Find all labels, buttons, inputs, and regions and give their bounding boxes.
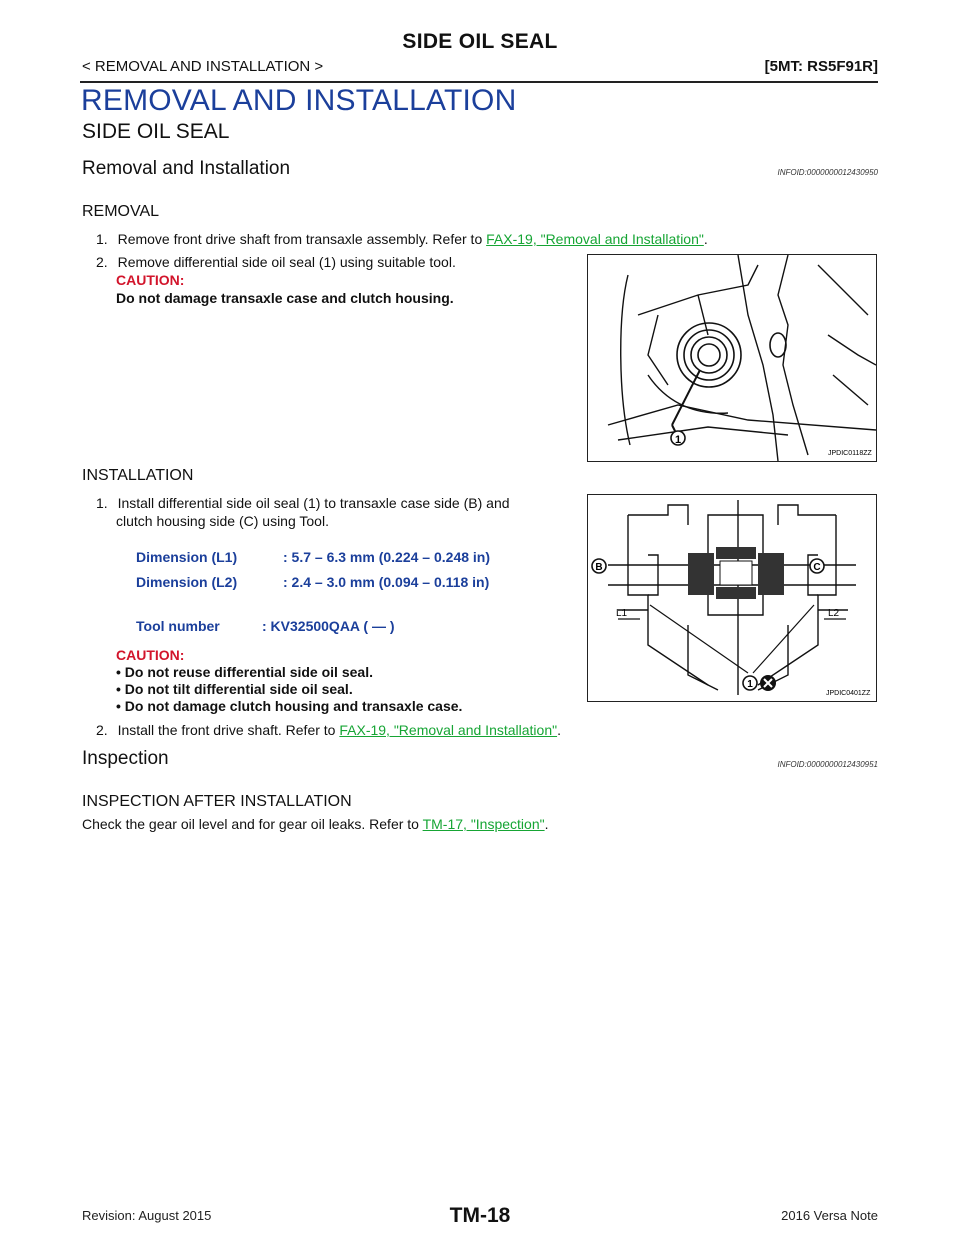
- installation-heading: INSTALLATION: [82, 467, 194, 484]
- removal-step-1: 1. Remove front drive shaft from transax…: [96, 231, 708, 247]
- step-number: 1.: [96, 231, 108, 247]
- figure-id-2: JPDIC0401ZZ: [826, 690, 871, 697]
- spec-dimension-l2-label: Dimension (L2): [136, 574, 238, 590]
- inspection-subheading: INSPECTION AFTER INSTALLATION: [82, 793, 352, 810]
- spec-dimension-l1-label: Dimension (L1): [136, 549, 238, 565]
- installation-step-2: 2. Install the front drive shaft. Refer …: [96, 722, 561, 738]
- oil-seal-installation-illustration: B C L1 L2 1 JPDIC0401ZZ: [591, 500, 871, 697]
- dimension-l2-marker: L2: [828, 608, 840, 619]
- figure-oil-seal-installation: B C L1 L2 1 JPDIC0401ZZ: [587, 494, 877, 702]
- fax-19-link[interactable]: FAX-19, "Removal and Installation": [339, 722, 558, 738]
- oil-seal-removal-illustration: 1 JPDIC0118ZZ: [607, 255, 876, 461]
- caution-label: CAUTION:: [116, 647, 185, 663]
- step-number: 1.: [96, 495, 108, 511]
- inspection-heading: Inspection: [82, 748, 169, 769]
- tm-17-link[interactable]: TM-17, "Inspection": [422, 816, 545, 832]
- page-header-title: SIDE OIL SEAL: [402, 30, 558, 53]
- callout-c-circle: [809, 558, 825, 574]
- fax-19-link[interactable]: FAX-19, "Removal and Installation": [486, 231, 704, 247]
- spec-dimension-l2-value: : 2.4 – 3.0 mm (0.094 – 0.118 in): [283, 574, 490, 590]
- breadcrumb: < REMOVAL AND INSTALLATION >: [82, 58, 324, 75]
- caution-list: Do not reuse differential side oil seal.…: [116, 664, 463, 715]
- page-number: TM-18: [449, 1204, 511, 1227]
- step-text: Install differential side oil seal (1) t…: [117, 495, 510, 511]
- callout-1-label: 1: [747, 679, 753, 690]
- callout-b-label: B: [595, 562, 602, 573]
- dimension-l1-marker: L1: [616, 608, 628, 619]
- step-text: Remove differential side oil seal (1) us…: [117, 254, 456, 270]
- step-number: 2.: [96, 254, 108, 270]
- callout-c-label: C: [813, 562, 820, 573]
- step-end: .: [557, 722, 561, 738]
- removal-step-2: 2. Remove differential side oil seal (1)…: [96, 254, 456, 270]
- infoid-removal: INFOID:0000000012430950: [777, 168, 878, 177]
- callout-1-circle: [742, 675, 758, 691]
- inspection-end: .: [544, 816, 549, 832]
- caution-item: Do not damage clutch housing and transax…: [116, 698, 463, 714]
- step-text: Remove front drive shaft from transaxle …: [117, 231, 487, 247]
- installation-step-1: 1. Install differential side oil seal (1…: [96, 495, 510, 511]
- spec-dimension-l1-value: : 5.7 – 6.3 mm (0.224 – 0.248 in): [283, 549, 491, 565]
- caution-label: CAUTION:: [116, 272, 185, 288]
- figure-oil-seal-removal: 1 JPDIC0118ZZ: [587, 254, 877, 462]
- figure-id-1: JPDIC0118ZZ: [828, 450, 873, 457]
- installation-step-1-cont: clutch housing side (C) using Tool.: [116, 513, 329, 529]
- step-number: 2.: [96, 722, 108, 738]
- callout-1-circle: [670, 430, 686, 446]
- removal-installation-heading: Removal and Installation: [82, 158, 291, 179]
- tool-number-label: Tool number: [136, 618, 220, 634]
- vehicle-name: 2016 Versa Note: [781, 1208, 878, 1223]
- header-divider: [80, 81, 878, 83]
- callout-b-circle: [591, 558, 607, 574]
- caution-item: Do not reuse differential side oil seal.: [116, 664, 462, 680]
- subsection-title: SIDE OIL SEAL: [82, 120, 230, 143]
- caution-item: Do not tilt differential side oil seal.: [116, 681, 462, 697]
- tool-number-value: : KV32500QAA ( — ): [262, 618, 395, 634]
- inspection-text: Check the gear oil level and for gear oi…: [82, 816, 548, 832]
- step-end: .: [703, 231, 708, 247]
- inspection-body: Check the gear oil level and for gear oi…: [82, 816, 423, 832]
- step-text: Install the front drive shaft. Refer to: [117, 722, 340, 738]
- model-code: [5MT: RS5F91R]: [764, 58, 878, 75]
- do-not-reuse-icon: [760, 675, 776, 691]
- revision-date: Revision: August 2015: [82, 1208, 212, 1223]
- infoid-inspection: INFOID:0000000012430951: [777, 760, 878, 769]
- caution-text: Do not damage transaxle case and clutch …: [116, 290, 454, 306]
- callout-1-label: 1: [675, 434, 681, 446]
- removal-heading: REMOVAL: [82, 203, 160, 220]
- section-title: REMOVAL AND INSTALLATION: [81, 84, 517, 117]
